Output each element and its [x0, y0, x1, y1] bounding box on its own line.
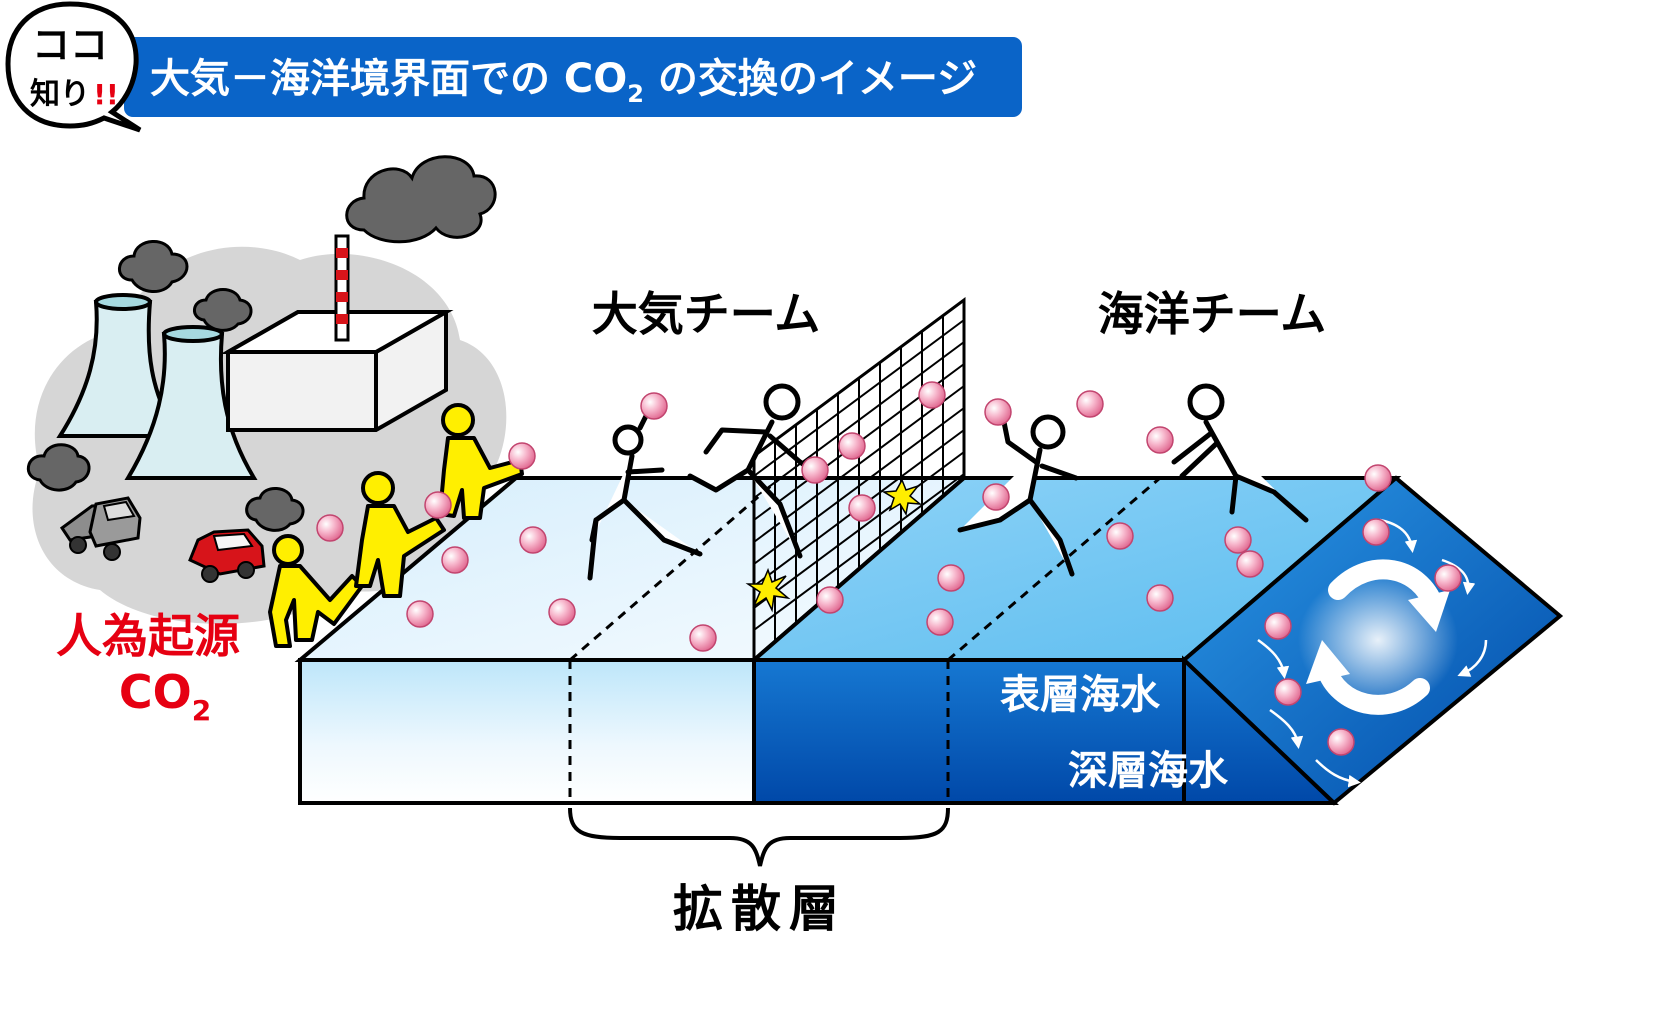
deep-water-label: 深層海水: [1068, 748, 1229, 794]
speech-badge-icon: ココ 知り !!: [5, 1, 142, 133]
yellow-person-icon: [268, 534, 364, 648]
badge-line2: 知り: [30, 77, 90, 112]
yellow-person-icon: [438, 403, 524, 520]
red-car-icon: [188, 528, 266, 583]
ocean-slab: [748, 475, 1564, 806]
chimney-icon: [334, 234, 350, 342]
collision-star-icons: [745, 478, 923, 613]
badge-exclaim: !!: [93, 78, 119, 111]
title-prefix: 大気－海洋境界面での CO: [150, 56, 627, 102]
anthropogenic-co2-label: 人為起源 CO2: [56, 609, 240, 727]
surface-water-label: 表層海水: [1000, 672, 1161, 718]
diffusion-layer-brace: [568, 807, 950, 867]
atmosphere-team-label: 大気チーム: [592, 287, 821, 341]
header-bar: [124, 37, 1022, 117]
human-workers: [268, 403, 524, 648]
air-front-face: [298, 658, 756, 805]
anthropogenic-co: CO2: [119, 665, 211, 727]
cooling-tower-icon: [56, 293, 182, 438]
header: ココ 知り !! 大気－海洋境界面での CO2 の交換のイメージ: [5, 1, 1022, 133]
ocean-player-icon: [1171, 383, 1309, 523]
badge-line1: ココ: [32, 23, 108, 67]
cooling-tower-icon: [124, 325, 258, 480]
ocean-team-label: 海洋チーム: [1098, 287, 1327, 341]
atmosphere-player-icon: [687, 383, 815, 559]
truck-icon: [59, 496, 142, 561]
title-suffix: の交換のイメージ: [644, 56, 977, 102]
diffusion-layer-label: 拡散層: [673, 880, 847, 938]
header-title: 大気－海洋境界面での CO2 の交換のイメージ: [150, 56, 977, 108]
smoke-icon: [27, 155, 497, 532]
factory-building-icon: [220, 310, 454, 432]
diffusion-layer-bounds: [568, 476, 1161, 803]
anthropogenic-line1: 人為起源: [56, 609, 240, 663]
yellow-person-icon: [354, 471, 446, 598]
circulation-swirl-icon: [1298, 559, 1458, 715]
current-arrows: [1257, 518, 1488, 788]
title-sub: 2: [627, 80, 644, 108]
players: [587, 383, 1309, 581]
